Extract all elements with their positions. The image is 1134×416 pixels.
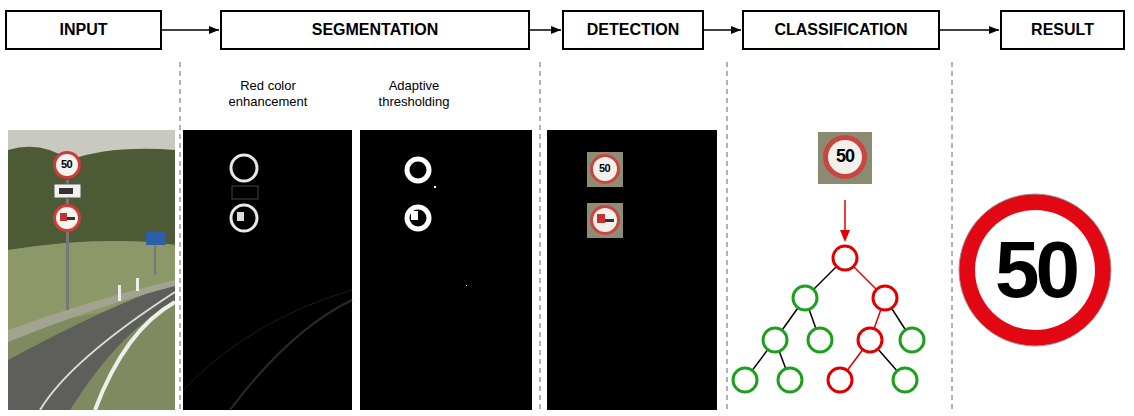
flow-arrow	[530, 29, 561, 31]
flow-arrow	[940, 29, 999, 31]
separators	[180, 62, 952, 412]
sign-number: 50	[836, 146, 854, 168]
detection-image	[547, 130, 717, 410]
step-caption: Red color enhancement	[216, 78, 320, 109]
sign-number: 50	[995, 222, 1076, 318]
stage-title: SEGMENTATION	[312, 21, 439, 39]
stage-title: INPUT	[60, 21, 108, 39]
stage-title: RESULT	[1031, 21, 1094, 39]
road-photo	[8, 130, 175, 410]
stage-box: SEGMENTATION	[220, 10, 530, 50]
stage-title: CLASSIFICATION	[774, 21, 907, 39]
red-enhancement-image	[183, 130, 352, 410]
flow-arrow	[162, 29, 219, 31]
threshold-image	[360, 130, 532, 410]
stage-box: DETECTION	[562, 10, 704, 50]
classification-tree	[733, 132, 924, 392]
flow-arrow	[704, 29, 741, 31]
result-sign	[959, 194, 1111, 346]
stage-box: RESULT	[1000, 10, 1125, 50]
stage-box: CLASSIFICATION	[742, 10, 940, 50]
sign-number: 50	[61, 158, 72, 171]
step-caption: Adaptive thresholding	[362, 78, 466, 109]
stage-title: DETECTION	[587, 21, 679, 39]
stage-box: INPUT	[5, 10, 162, 50]
sign-number: 50	[599, 162, 610, 175]
